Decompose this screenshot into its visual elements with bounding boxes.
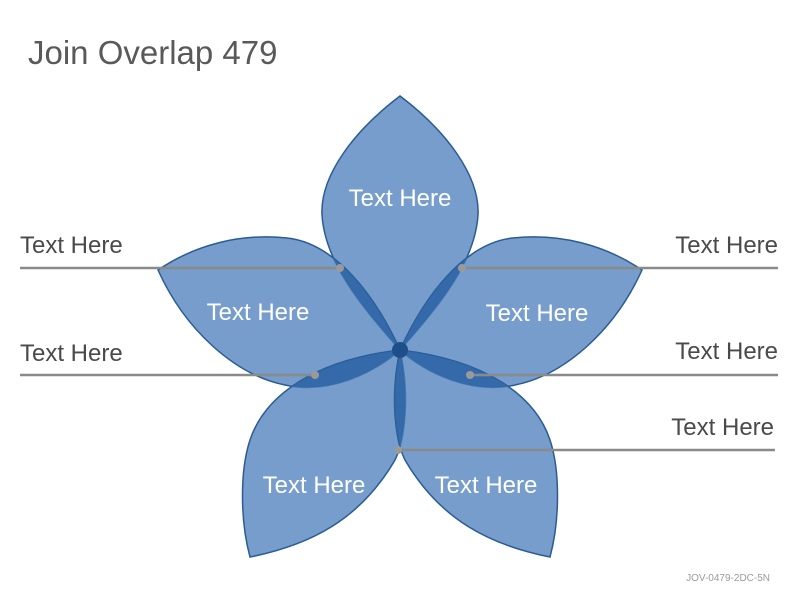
page-title: Join Overlap 479 <box>28 34 278 71</box>
petal-label-top: Text Here <box>349 185 452 212</box>
petal-label-lower-left: Text Here <box>263 472 366 499</box>
document-code: JOV-0479-2DC-5N <box>686 573 770 584</box>
petal-label-upper-left: Text Here <box>207 299 310 326</box>
petal-labels: Text Here Text Here Text Here Text Here … <box>207 185 589 499</box>
callout-label-left-2: Text Here <box>20 340 123 367</box>
callout-dot-left-2 <box>311 371 319 379</box>
callout-dots <box>311 264 474 454</box>
callout-label-right-1: Text Here <box>675 232 778 259</box>
callout-label-left-1: Text Here <box>20 232 123 259</box>
petal-label-upper-right: Text Here <box>486 300 589 327</box>
callout-label-right-3: Text Here <box>671 414 774 441</box>
callout-label-right-2: Text Here <box>675 338 778 365</box>
callout-dot-right-2 <box>466 371 474 379</box>
callout-dot-left-1 <box>336 264 344 272</box>
callout-lines <box>20 266 778 452</box>
callout-dot-right-3 <box>394 446 402 454</box>
petal-label-lower-right: Text Here <box>435 472 538 499</box>
callout-dot-right-1 <box>458 264 466 272</box>
center-dot <box>392 342 408 358</box>
